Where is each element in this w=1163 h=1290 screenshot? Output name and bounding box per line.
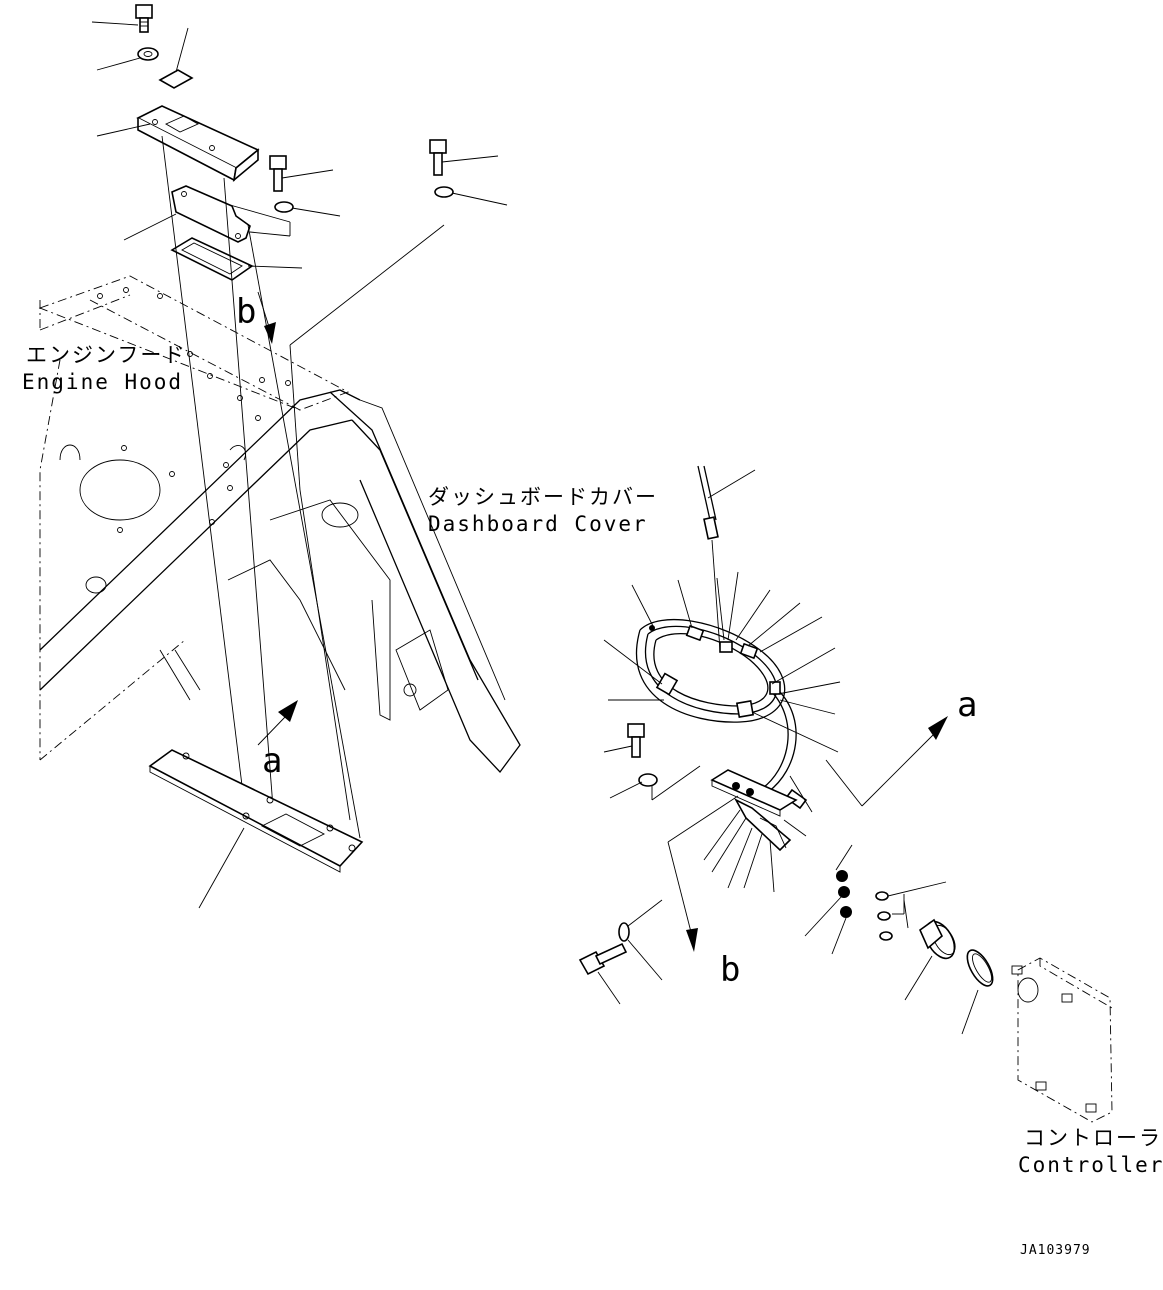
small-bolt-right bbox=[627, 723, 645, 758]
right-washer bbox=[434, 186, 454, 198]
clips bbox=[875, 891, 893, 941]
small-washer-right bbox=[638, 773, 658, 787]
arrow-a-right-label: a bbox=[957, 685, 977, 725]
right-bolt bbox=[429, 139, 447, 176]
middle-washer bbox=[274, 201, 294, 213]
top-washer bbox=[137, 47, 159, 61]
long-bolt bbox=[578, 942, 628, 976]
dashboard-cover-body bbox=[39, 389, 521, 774]
harness-leaders bbox=[603, 571, 841, 753]
engine-hood-label-jp: エンジンフード bbox=[26, 343, 186, 367]
arrow-b-bottom-label: b bbox=[720, 950, 740, 990]
controller-box bbox=[1011, 957, 1113, 1123]
arrow-b-bottom bbox=[667, 841, 698, 952]
controller-label-en: Controller bbox=[1018, 1153, 1163, 1177]
controller-label-jp: コントローラ bbox=[1024, 1126, 1162, 1150]
arrow-a-left bbox=[257, 700, 298, 746]
nuts bbox=[836, 870, 852, 918]
connector-bracket bbox=[710, 769, 798, 852]
dashboard-cover-label-en: Dashboard Cover bbox=[428, 512, 648, 536]
top-bolt bbox=[135, 4, 153, 33]
reinforce-plate bbox=[171, 185, 251, 243]
engine-hood-frame bbox=[38, 275, 350, 761]
antenna bbox=[697, 465, 719, 540]
antenna-down-line bbox=[711, 539, 721, 651]
bracket-leaders bbox=[667, 775, 813, 893]
gasket bbox=[170, 237, 254, 281]
projection-lines bbox=[161, 135, 445, 839]
long-bolt-washer bbox=[618, 922, 630, 942]
seal-ring bbox=[966, 949, 994, 987]
dashboard-cover-label-jp: ダッシュボードカバー bbox=[428, 485, 658, 509]
cap-plate bbox=[158, 69, 194, 89]
arrow-b-top bbox=[257, 291, 276, 344]
wire-harness bbox=[635, 618, 808, 810]
drawing-code: JA103979 bbox=[1020, 1243, 1091, 1258]
leader-antenna bbox=[707, 469, 756, 499]
connector-plug bbox=[919, 918, 956, 960]
leader-bottom-plate bbox=[198, 827, 245, 909]
bottom-cover-plate bbox=[148, 749, 364, 873]
arrow-a-left-label: a bbox=[262, 741, 282, 781]
engine-hood-label-en: Engine Hood bbox=[22, 370, 183, 394]
middle-bolt bbox=[269, 155, 287, 192]
arrow-b-top-label: b bbox=[236, 292, 256, 332]
arrow-a-right bbox=[825, 716, 948, 807]
leader-lines-left bbox=[91, 21, 508, 269]
upper-bracket bbox=[136, 105, 260, 182]
